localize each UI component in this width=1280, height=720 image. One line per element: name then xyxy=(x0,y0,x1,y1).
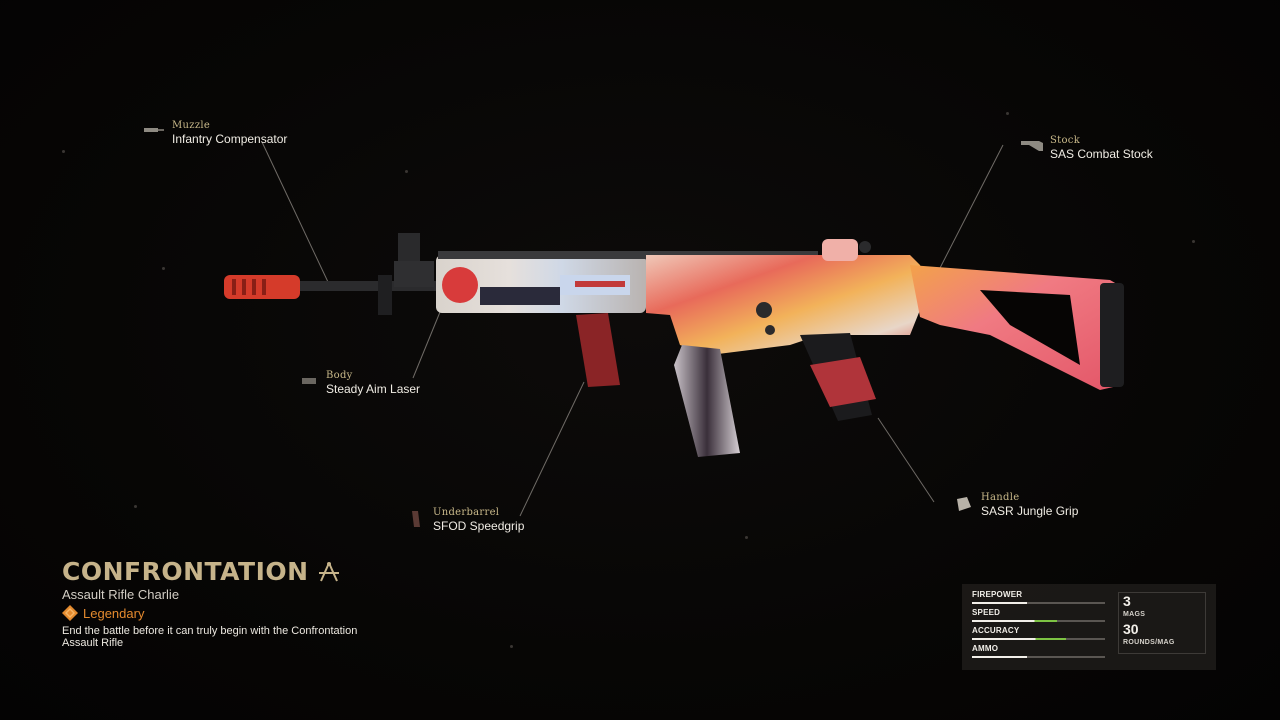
stat-label: SPEED xyxy=(972,608,1001,617)
stat-label: ACCURACY xyxy=(972,626,1020,635)
dust-speck xyxy=(162,267,165,270)
stat-bar-track xyxy=(972,638,1105,640)
laser-icon xyxy=(302,378,316,384)
stat-bar-track xyxy=(972,602,1105,604)
rounds-count: 30 xyxy=(1123,621,1139,637)
stat-speed: SPEED xyxy=(972,608,1105,622)
attachment-category: Body xyxy=(326,370,353,381)
legendary-rarity-icon xyxy=(62,605,78,621)
dust-speck xyxy=(745,536,748,539)
handle-icon xyxy=(957,497,971,511)
stat-label: AMMO xyxy=(972,644,999,653)
attachment-name: Steady Aim Laser xyxy=(326,382,421,396)
stock-icon xyxy=(1021,141,1043,151)
weapon-model xyxy=(210,225,1140,470)
grip-icon xyxy=(412,511,420,527)
attachment-name: SASR Jungle Grip xyxy=(981,504,1079,518)
stat-accuracy: ACCURACY xyxy=(972,626,1105,640)
stat-firepower: FIREPOWER xyxy=(972,590,1105,604)
weapon-info-panel: CONFRONTATION Assault Rifle Charlie Lege… xyxy=(62,558,462,649)
dust-speck xyxy=(1192,240,1195,243)
attachment-handle[interactable]: Handle SASR Jungle Grip xyxy=(981,492,1078,519)
mags-count: 3 xyxy=(1123,593,1131,609)
rounds-label: ROUNDS/MAG xyxy=(1123,639,1175,646)
dust-speck xyxy=(510,645,513,648)
attachment-name: Infantry Compensator xyxy=(172,132,288,146)
dust-speck xyxy=(62,150,65,153)
rarity-label: Legendary xyxy=(83,605,145,621)
stat-bar-fill xyxy=(972,638,1067,640)
dust-speck xyxy=(405,170,408,173)
stat-bar-fill xyxy=(972,620,1058,622)
attachment-name: SFOD Speedgrip xyxy=(433,519,525,533)
stat-ammo: AMMO xyxy=(972,644,1105,658)
weapon-class: Assault Rifle Charlie xyxy=(62,587,180,602)
mags-label: MAGS xyxy=(1123,611,1146,618)
ammo-summary: 3 MAGS 30 ROUNDS/MAG xyxy=(1118,592,1206,654)
attachment-category: Stock xyxy=(1050,135,1081,146)
attachment-underbarrel[interactable]: Underbarrel SFOD Speedgrip xyxy=(433,507,524,534)
attachment-muzzle[interactable]: Muzzle Infantry Compensator xyxy=(172,120,287,147)
attachment-category: Muzzle xyxy=(172,120,211,131)
stat-bar-fill xyxy=(972,602,1027,604)
attachment-name: SAS Combat Stock xyxy=(1050,147,1153,161)
stat-bar-track xyxy=(972,620,1105,622)
attachment-category: Handle xyxy=(981,492,1020,503)
weapon-name: CONFRONTATION xyxy=(62,557,309,586)
stat-bar-track xyxy=(972,656,1105,658)
dust-speck xyxy=(1006,112,1009,115)
attachment-category: Underbarrel xyxy=(433,507,500,518)
attachment-body[interactable]: Body Steady Aim Laser xyxy=(326,370,420,397)
weapon-description: End the battle before it can truly begin… xyxy=(62,625,358,649)
dust-speck xyxy=(134,505,137,508)
stat-bar-fill xyxy=(972,656,1027,658)
rarity-badge: Legendary xyxy=(62,605,462,621)
stats-panel: FIREPOWER SPEED ACCURACY AMMO 3 MAGS 30 … xyxy=(962,584,1216,670)
stat-label: FIREPOWER xyxy=(972,590,1023,599)
assault-rifle-image xyxy=(224,233,1124,457)
muzzle-icon xyxy=(144,128,164,132)
attachment-stock[interactable]: Stock SAS Combat Stock xyxy=(1050,135,1153,162)
blueprint-compass-icon xyxy=(318,562,339,582)
